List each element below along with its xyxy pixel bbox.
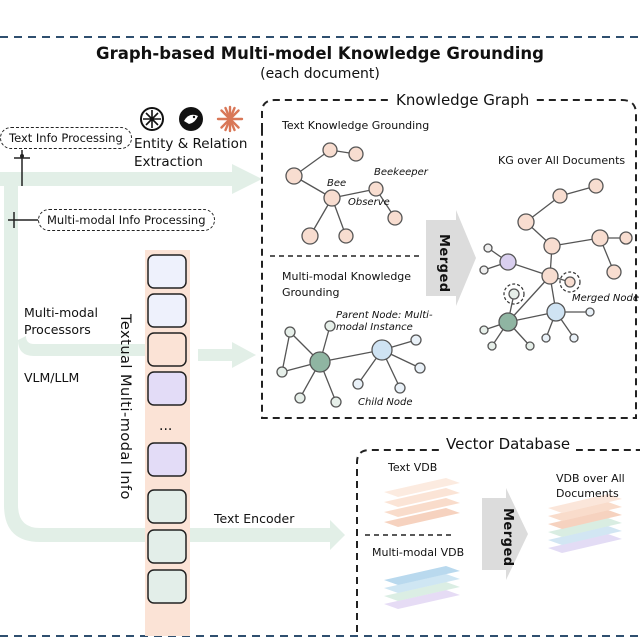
parent-node-label-line2: modal Instance [336, 322, 413, 333]
text-encoder-label: Text Encoder [214, 511, 295, 526]
multimodal-knowledge-graph [276, 320, 426, 408]
token-column [147, 254, 187, 604]
text-vdb-label: Text VDB [388, 461, 438, 474]
text-knowledge-grounding-label: Text Knowledge Grounding [282, 119, 430, 132]
kg-all-documents-label: KG over All Documents [498, 154, 626, 167]
mm-knowledge-grounding-line1: Multi-modal Knowledge [282, 270, 412, 283]
knowledge-graph-box [261, 99, 637, 419]
vector-database-label: Vector Database [440, 435, 577, 453]
vdb-all-documents-line2: Documents [556, 487, 619, 500]
vector-database-box [356, 449, 640, 632]
bee-label: Bee [327, 178, 347, 189]
kg-merged-label: Merged [436, 234, 451, 293]
knowledge-graph-label: Knowledge Graph [390, 91, 536, 109]
vdb-merged-label: Merged [500, 508, 515, 567]
multimodal-info-processing-label: Multi-modal Info Processing [38, 209, 215, 231]
textual-multimodal-info-label: Textual Multi-modal Info [117, 314, 133, 500]
token-ellipsis: ... [159, 418, 173, 434]
flow-arrows [0, 164, 345, 550]
observe-label: Observe [348, 197, 390, 208]
merged-node-markers [503, 271, 581, 305]
text-info-processing-label: Text Info Processing [0, 127, 132, 149]
merged-knowledge-graph [479, 178, 633, 351]
entity-relation-label-line2: Extraction [134, 154, 203, 170]
multimodal-vdb-label: Multi-modal VDB [372, 546, 465, 559]
merged-vdb-stack [548, 494, 622, 553]
entity-relation-label-line1: Entity & Relation [134, 136, 248, 152]
openai-logo-icon [140, 107, 164, 131]
page-subtitle: (each document) [260, 66, 380, 82]
parent-node-label-line1: Parent Node: Multi- [336, 310, 433, 321]
kg-merged-arrow [426, 210, 476, 306]
beekeeper-label: Beekeeper [374, 167, 428, 178]
vlm-llm-label: VLM/LLM [24, 370, 80, 385]
multimodal-vdb-stack [384, 566, 460, 609]
page-title: Graph-based Multi-model Knowledge Ground… [96, 44, 544, 63]
vdb-merged-arrow [482, 488, 528, 580]
merged-node-label: Merged Node [572, 293, 640, 304]
mm-knowledge-grounding-line2: Grounding [282, 286, 340, 299]
deepseek-whale-icon [179, 107, 203, 131]
multimodal-processors-line2: Processors [24, 322, 91, 337]
multimodal-processors-line1: Multi-modal [24, 305, 98, 320]
vdb-all-documents-line1: VDB over All [556, 472, 625, 485]
text-vdb-stack [384, 478, 460, 527]
claude-spark-icon [216, 105, 244, 133]
text-knowledge-graph [285, 142, 403, 245]
child-node-label: Child Node [358, 397, 413, 408]
